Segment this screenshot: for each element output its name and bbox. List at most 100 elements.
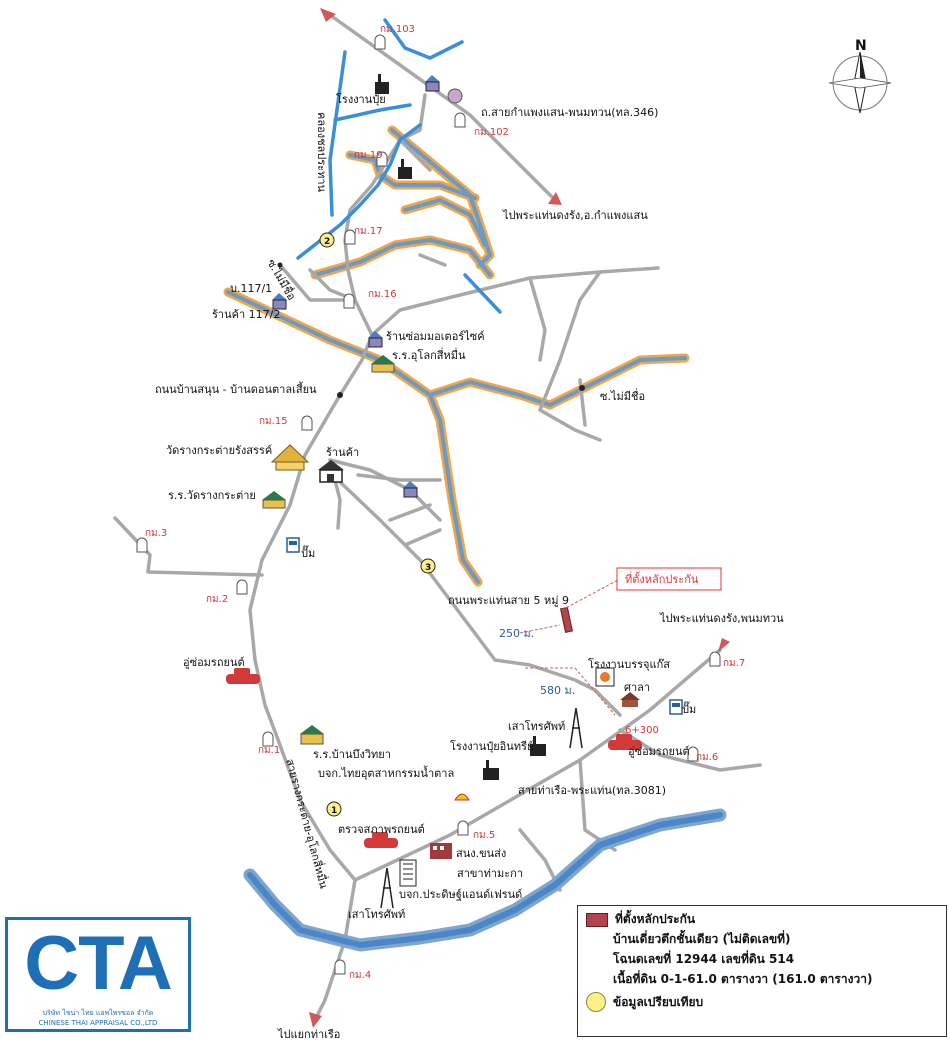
- pump-1-label: ปั๊ม: [301, 545, 315, 560]
- arrow-east-icon: [548, 192, 562, 205]
- building-icon: [399, 859, 417, 887]
- km-5-label: กม.5: [473, 830, 495, 841]
- house-icon: [425, 75, 440, 92]
- house-icon: [403, 481, 418, 498]
- school-icon: [371, 355, 395, 373]
- road-phrathaen-5-label: ถนนพระแท่นสาย 5 หมู่ 9: [448, 594, 569, 607]
- svg-text:1: 1: [331, 806, 337, 816]
- collateral-marker-icon: [559, 606, 574, 633]
- factory-icon: [483, 760, 499, 780]
- cta-logo-english-name: CHINESE THAI APPRAISAL CO.,LTD: [38, 1019, 158, 1027]
- shell-icon: [454, 793, 470, 801]
- garage-1-label: อู่ซ่อมรถยนต์: [183, 656, 245, 669]
- car-icon: [608, 734, 642, 750]
- svg-text:3: 3: [425, 563, 431, 573]
- river-bottom: [243, 808, 727, 952]
- km-16-label: กม.16: [368, 289, 397, 300]
- shop-117-label: ร้านค้า 117/2: [212, 308, 280, 321]
- legend-deed-label: โฉนดเลขที่ 12944 เลขที่ดิน 514: [613, 952, 795, 966]
- arrow-northeast-icon: [718, 638, 730, 652]
- legend-house-label: บ้านเดี่ยวตึกชั้นเดียว (ไม่ติดเลขที่): [613, 932, 791, 946]
- junction-dots: [277, 262, 585, 398]
- km-post-icons: [136, 34, 721, 975]
- km-3-label: กม.3: [145, 528, 167, 539]
- road-346-label: ถ.สายกำแพงแสน-พนมทวน(ทล.346): [481, 106, 658, 119]
- gas-plant-label: โรงงานบรรจุแก๊ส: [588, 657, 670, 671]
- soi-no-name-1-label: ซ.ไม่มีชื่อ: [264, 256, 300, 303]
- canal-label: คลองชลประทาน: [315, 112, 328, 193]
- comparison-point-1: 1: [326, 801, 342, 817]
- distance-580-label: 580 ม.: [540, 684, 575, 697]
- school-icon: [300, 725, 324, 745]
- distance-leader: [519, 579, 619, 716]
- cta-logo-text: CTA: [24, 921, 173, 1006]
- temple-icon: [270, 444, 310, 471]
- factory-icon: [530, 736, 546, 756]
- road-3081-label: สายท่าเรือ-พระแท่น(ทล.3081): [518, 784, 666, 797]
- km-4-label: กม.4: [349, 970, 371, 981]
- inspection-label: ตรวจสภาพรถยนต์: [338, 823, 425, 836]
- collateral-label-box: [616, 567, 722, 591]
- school-icon: [262, 491, 286, 509]
- canals: [296, 18, 502, 314]
- telecom-tower-2-label: เสาโทรศัพท์: [348, 907, 405, 921]
- km-2-label: กม.2: [206, 594, 228, 605]
- comparison-point-3: 3: [420, 558, 436, 574]
- pump-icon: [669, 699, 683, 715]
- gas-plant-icon: [595, 667, 615, 687]
- legend-comparison-label: ข้อมูลเปรียบเทียบ: [613, 994, 704, 1009]
- organic-fertilizer-label: โรงงานปุ๋ยอินทรีย์: [450, 739, 533, 753]
- motorcycle-shop-label: ร้านซ่อมมอเตอร์ไซค์: [386, 330, 485, 343]
- to-phrathaen-kps-label: ไปพระแท่นดงรัง,อ.กำแพงแสน: [502, 209, 648, 222]
- sala-icon: [620, 692, 640, 707]
- collateral-swatch-icon: [586, 912, 608, 927]
- km-19-label: กม.19: [354, 150, 383, 161]
- well-icon: [447, 88, 463, 104]
- tower-icon: [380, 867, 394, 909]
- house-icon: [368, 331, 383, 348]
- km-7-label: กม.7: [723, 658, 745, 669]
- legend-row-house: บ้านเดี่ยวตึกชั้นเดียว (ไม่ติดเลขที่): [613, 932, 940, 947]
- km-17-label: กม.17: [354, 226, 383, 237]
- river-system: [223, 125, 690, 587]
- sala-label: ศาลา: [624, 681, 650, 694]
- distance-250-label: 250 ม.: [499, 627, 534, 640]
- pump-2-label: ปั๊ม: [682, 701, 696, 716]
- km-102-label: กม.102: [474, 127, 509, 138]
- road-sanun-label: ถนนบ้านสนุน - บ้านดอนตาลเสี้ยน: [155, 381, 317, 396]
- office-building-icon: [430, 843, 452, 859]
- school-bueng-label: ร.ร.บ้านบึงวิทยา: [313, 748, 391, 761]
- cta-logo-thai-name: บริษัท ไชน่า ไทย แอพไพรซอล จำกัด: [42, 1009, 154, 1017]
- legend-row-collateral: ที่ตั้งหลักประกัน: [586, 912, 940, 927]
- car-icon: [364, 832, 398, 848]
- shop-label: ร้านค้า: [326, 446, 359, 459]
- temple-label: วัดรางกระต่ายรังสรรค์: [166, 444, 272, 457]
- road-arrows: [309, 8, 730, 1028]
- tower-icon: [569, 707, 583, 749]
- legend-collateral-label: ที่ตั้งหลักประกัน: [615, 912, 696, 926]
- car-icon: [226, 668, 260, 684]
- transport-office-label: สนง.ขนส่ง: [456, 847, 506, 860]
- km-1-label: กม.1: [258, 745, 280, 756]
- pump-icon: [286, 537, 300, 553]
- precision-company-label: บจก.ประดิษฐ์แอนด์เฟรนด์: [399, 888, 522, 901]
- compass-north-label: N: [855, 38, 867, 54]
- village-117-label: บ.117/1: [230, 282, 272, 295]
- to-phrathaen-phanom-label: ไปพระแท่นดงรัง,พนมทวน: [659, 612, 784, 625]
- shop-icon: [318, 460, 344, 483]
- legend-area-label: เนื้อที่ดิน 0-1-61.0 ตารางวา (161.0 ตารา…: [613, 972, 873, 986]
- cta-logo: CTA บริษัท ไชน่า ไทย แอพไพรซอล จำกัด CHI…: [5, 917, 191, 1032]
- svg-text:2: 2: [324, 237, 330, 247]
- map-legend: ที่ตั้งหลักประกัน บ้านเดี่ยวตึกชั้นเดียว…: [577, 905, 947, 1037]
- km-103-label: กม.103: [380, 24, 415, 35]
- north-compass: N: [828, 38, 892, 114]
- comparison-swatch-icon: [586, 992, 606, 1012]
- arrow-north-icon: [320, 8, 336, 22]
- fertilizer-plant-label: โรงงานปุ๋ย: [336, 92, 386, 106]
- telecom-tower-1-label: เสาโทรศัพท์: [508, 719, 565, 733]
- factory-icon: [398, 159, 412, 179]
- to-tha-ruea-label: ไปแยกท่าเรือ: [277, 1028, 340, 1040]
- chainage-label: 6+300: [625, 725, 659, 736]
- sugar-company-label: บจก.ไทยอุตสาหกรรมน้ำตาล: [318, 765, 454, 780]
